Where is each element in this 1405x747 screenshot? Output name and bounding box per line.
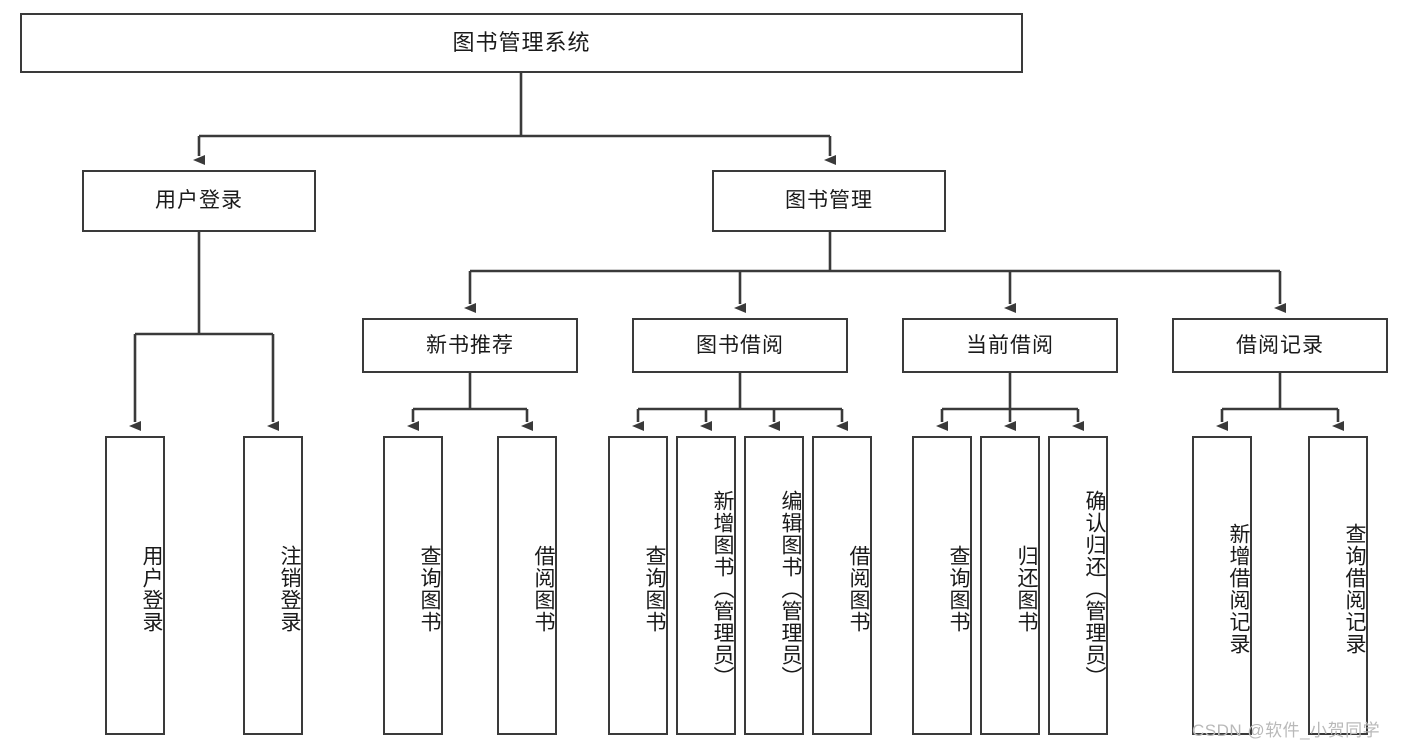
node-book-borrow[interactable]: 图书借阅 xyxy=(632,318,848,373)
leaf-newbook-query-books[interactable]: 查询图书 xyxy=(383,436,443,735)
node-label: 查询图书 xyxy=(947,544,970,633)
leaf-record-add-borrow-record[interactable]: 新增借阅记录 xyxy=(1192,436,1252,735)
leaf-current-return-books[interactable]: 归还图书 xyxy=(980,436,1040,735)
csdn-watermark: CSDN @软件_小贺同学 xyxy=(1192,721,1381,740)
node-label: 新增借阅记录 xyxy=(1227,522,1250,655)
leaf-borrow-edit-book-admin[interactable]: 编辑图书（管理员） xyxy=(744,436,804,735)
node-label: 用户登录 xyxy=(155,189,243,213)
leaf-record-query-borrow-record[interactable]: 查询借阅记录 xyxy=(1308,436,1368,735)
leaf-current-query-books[interactable]: 查询图书 xyxy=(912,436,972,735)
node-label: 编辑图书（管理员） xyxy=(779,489,802,688)
node-user-login[interactable]: 用户登录 xyxy=(82,170,316,232)
leaf-borrow-query-books[interactable]: 查询图书 xyxy=(608,436,668,735)
node-label: 借阅图书 xyxy=(532,544,555,633)
node-root-system[interactable]: 图书管理系统 xyxy=(20,13,1023,73)
node-label: 借阅记录 xyxy=(1236,333,1324,357)
leaf-user-logout[interactable]: 注销登录 xyxy=(243,436,303,735)
node-label: 图书管理系统 xyxy=(452,29,591,55)
leaf-user-login[interactable]: 用户登录 xyxy=(105,436,165,735)
node-borrow-record[interactable]: 借阅记录 xyxy=(1172,318,1388,373)
node-label: 查询图书 xyxy=(418,544,441,633)
leaf-current-confirm-return-admin[interactable]: 确认归还（管理员） xyxy=(1048,436,1108,735)
node-label: 图书借阅 xyxy=(696,333,784,357)
node-label: 查询图书 xyxy=(643,544,666,633)
leaf-borrow-add-book-admin[interactable]: 新增图书（管理员） xyxy=(676,436,736,735)
node-label: 用户登录 xyxy=(140,544,163,633)
node-label: 查询借阅记录 xyxy=(1343,522,1366,655)
node-new-book-recommend[interactable]: 新书推荐 xyxy=(362,318,578,373)
leaf-newbook-borrow-books[interactable]: 借阅图书 xyxy=(497,436,557,735)
node-label: 注销登录 xyxy=(278,544,301,633)
node-label: 新书推荐 xyxy=(426,333,514,357)
node-label: 当前借阅 xyxy=(966,333,1054,357)
node-current-borrow[interactable]: 当前借阅 xyxy=(902,318,1118,373)
node-book-management[interactable]: 图书管理 xyxy=(712,170,946,232)
node-label: 确认归还（管理员） xyxy=(1083,489,1106,688)
node-label: 归还图书 xyxy=(1015,544,1038,633)
node-label: 新增图书（管理员） xyxy=(711,489,734,688)
node-label: 借阅图书 xyxy=(847,544,870,633)
leaf-borrow-borrow-books[interactable]: 借阅图书 xyxy=(812,436,872,735)
node-label: 图书管理 xyxy=(785,189,873,213)
